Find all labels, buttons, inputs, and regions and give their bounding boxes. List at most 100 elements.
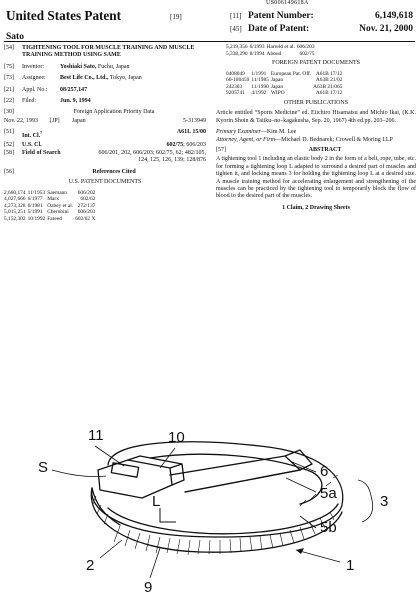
appl-no-tag: [21] xyxy=(4,86,14,93)
label-10: 10 xyxy=(168,429,185,446)
us-patent-docs-title: U.S. PATENT DOCUMENTS xyxy=(68,179,142,186)
foreign-doc-row-cell: 11/1990 xyxy=(251,83,269,90)
leader-5a xyxy=(285,477,317,493)
inventor-tag: [75] xyxy=(4,63,14,70)
us-doc-row-cell: 606/202 xyxy=(77,189,96,196)
us-doc-continued-row-cell: 8/1994 xyxy=(249,50,265,57)
foreign-doc-row-cell: Japan xyxy=(270,83,284,90)
title-field: [54] TIGHTENING TOOL FOR MUSCLE TRAINING… xyxy=(4,45,206,60)
inventor-label: Inventor: xyxy=(22,63,44,70)
bracket-3 xyxy=(357,479,374,523)
us-doc-continued-row-cell: 6/1993 xyxy=(249,44,265,50)
inventor-surname: Sato xyxy=(6,32,24,42)
label-1: 1 xyxy=(346,557,354,574)
attorney-agent: Attorney, Agent, or Firm—Michael D. Bedn… xyxy=(216,137,416,144)
abstract-header: [57] ABSTRACT xyxy=(216,147,416,154)
bibliographic-column: [54] TIGHTENING TOOL FOR MUSCLE TRAINING… xyxy=(4,45,206,223)
invention-title: TIGHTENING TOOL FOR MUSCLE TRAINING AND … xyxy=(22,45,195,59)
leader-5b xyxy=(299,515,317,529)
us-cl-label: U.S. Cl. xyxy=(22,141,42,148)
int-cl-tag: [51] xyxy=(4,129,14,136)
priority-country: Japan xyxy=(72,117,86,124)
date-of-patent-tag: [45] xyxy=(230,25,242,33)
foreign-doc-row-cell: Japan xyxy=(270,77,284,84)
band-left-face xyxy=(91,487,121,526)
int-cl-value: A61L 15/00 xyxy=(176,129,206,136)
us-doc-row-cell: Cherubini xyxy=(47,209,69,216)
strap-end-tip xyxy=(284,449,313,471)
filed-label: Filed: xyxy=(22,98,37,105)
assignee-label: Assignee: xyxy=(22,75,46,82)
leader-10 xyxy=(159,447,176,469)
foreign-doc-row-cell: A61B 17/12 xyxy=(315,90,343,97)
leader-6 xyxy=(291,461,317,473)
claims-count: 1 Claim, 2 Drawing Sheets xyxy=(282,204,350,211)
us-doc-row-cell: Ozbey et al. xyxy=(47,202,74,209)
patent-header-left: United States Patent Sato xyxy=(6,8,121,42)
foreign-doc-row-cell: 4/1992 xyxy=(251,90,267,97)
buckle-side xyxy=(171,463,185,486)
references-title: References Cited xyxy=(92,168,136,175)
int-cl-field: [51] Int. Cl.7 A61L 15/00 xyxy=(4,129,206,140)
label-6: 6 xyxy=(320,463,328,480)
band-outer-edge xyxy=(91,441,344,538)
foreign-doc-row-cell: 60-180459 xyxy=(226,77,250,84)
us-doc-row-cell: 602/62 X xyxy=(75,216,96,223)
field-of-search-value: 606/201, 202, 606/203; 602/75, 62; 482/1… xyxy=(98,150,206,164)
us-cl-field: [52] U.S. Cl. 602/75; 606/203 xyxy=(4,142,206,149)
leader-9 xyxy=(149,547,161,579)
us-doc-row-cell: 11/1953 xyxy=(27,189,46,196)
us-doc-row-cell: Fareed xyxy=(47,216,62,223)
abstract-text: A tightening tool 1 including an elastic… xyxy=(216,156,416,200)
us-doc-row-cell: 5,015,251 xyxy=(4,209,26,216)
int-cl-label: Int. Cl.7 xyxy=(22,130,43,140)
us-cl-tag: [52] xyxy=(4,141,14,148)
us-doc-row-cell: 606/203 xyxy=(77,209,96,216)
priority-date: Nov. 22, 1993 xyxy=(4,117,38,124)
references-tag: [56] xyxy=(4,168,14,175)
field-of-search: [58] Field of Search 606/201, 202, 606/2… xyxy=(4,150,206,165)
date-of-patent-row: [45] Date of Patent: Nov. 21, 2000 xyxy=(230,24,413,37)
date-of-patent-label: Date of Patent: xyxy=(248,24,310,34)
buckle-window xyxy=(110,462,140,478)
appl-no-field: [21] Appl. No.: 08/257,147 xyxy=(4,87,206,94)
leader-11 xyxy=(94,445,125,467)
leader-lines xyxy=(51,445,374,579)
us-doc-continued-row-cell: 5,219,356 xyxy=(226,44,248,50)
patent-number-label: Patent Number: xyxy=(248,11,314,21)
us-doc-row-cell: 6/1981 xyxy=(27,202,43,209)
barcode-number: US006149618A xyxy=(266,0,309,6)
band-face-line xyxy=(107,503,339,535)
leader-2 xyxy=(99,539,123,559)
foreign-priority-tag: [30] xyxy=(4,109,14,116)
foreign-doc-row-cell: A61B 17/12 xyxy=(315,70,343,77)
us-doc-row-cell: 4,273,328 xyxy=(4,202,26,209)
label-s: S xyxy=(38,459,48,476)
strap-end-lower xyxy=(184,469,301,493)
us-doc-row-cell: Saemann xyxy=(47,189,67,196)
filed-tag: [22] xyxy=(4,98,14,105)
title-tag: [19] xyxy=(170,13,182,21)
buckle-top xyxy=(127,455,183,469)
band-inner-edge xyxy=(149,453,323,505)
label-5a: 5a xyxy=(320,485,337,502)
header-rule xyxy=(4,41,415,42)
us-doc-row-cell: 5,152,302 xyxy=(4,216,26,223)
foreign-doc-row-cell: A63B 21/065 xyxy=(313,83,343,90)
foreign-doc-row-cell: 242303 xyxy=(226,83,243,90)
field-of-search-label: Field of Search xyxy=(22,150,61,157)
other-publications-text: Article entitled “Sports Medicine” ed. E… xyxy=(216,110,416,124)
